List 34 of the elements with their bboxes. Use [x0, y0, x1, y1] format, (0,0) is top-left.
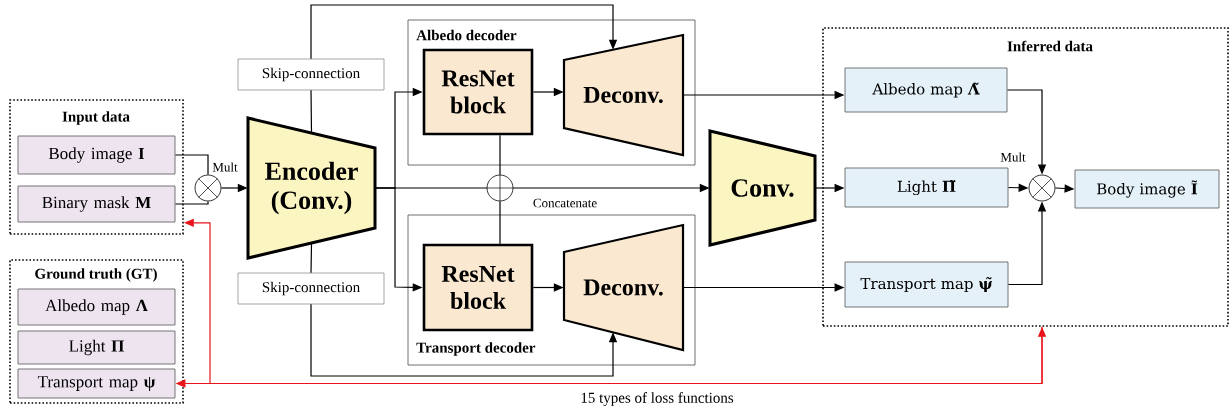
arrow	[310, 4, 618, 60]
group-heading: Ground truth (GT)	[35, 268, 157, 282]
data-box: Binary mask M	[17, 185, 176, 223]
connector-line	[374, 187, 488, 189]
side-label: Mult	[1000, 152, 1026, 162]
data-box: Transport map ψ	[17, 368, 176, 399]
connector-line	[310, 242, 313, 274]
side-label: Mult	[212, 162, 238, 172]
decoder-heading: Transport decoder	[416, 342, 536, 356]
connector-line	[499, 134, 501, 176]
group-heading: Inferred data	[1007, 40, 1093, 52]
connector-line	[174, 200, 209, 205]
conv-trapezoid: Conv.	[708, 129, 817, 247]
skip-connection-box: Skip-connection	[237, 58, 385, 91]
side-label: Concatenate	[533, 198, 597, 208]
resnet-block: ResNet block	[422, 48, 534, 136]
deconv-trapezoid: Deconv.	[562, 223, 685, 352]
connector-line	[499, 200, 501, 245]
deconv-trapezoid: Deconv.	[562, 33, 685, 157]
data-box: Light Π	[17, 330, 176, 365]
data-box: Transport map ψ̃	[844, 261, 1009, 308]
data-box: Albedo map Λ̃	[844, 67, 1008, 113]
data-box: Body image Ĩ	[1074, 169, 1220, 209]
connector-line	[310, 89, 313, 134]
edge-label: 15 types of loss functions	[581, 392, 734, 406]
data-box: Albedo map Λ	[17, 288, 176, 326]
data-box: Light Π̃	[844, 167, 1009, 208]
group-heading: Input data	[62, 111, 130, 125]
encoder-trapezoid: Encoder (Conv.)	[246, 116, 377, 260]
connector-line	[174, 154, 209, 176]
resnet-block: ResNet block	[422, 243, 534, 332]
decoder-heading: Albedo decoder	[416, 29, 517, 41]
data-box: Body image I	[17, 135, 176, 175]
skip-connection-box: Skip-connection	[237, 272, 385, 305]
